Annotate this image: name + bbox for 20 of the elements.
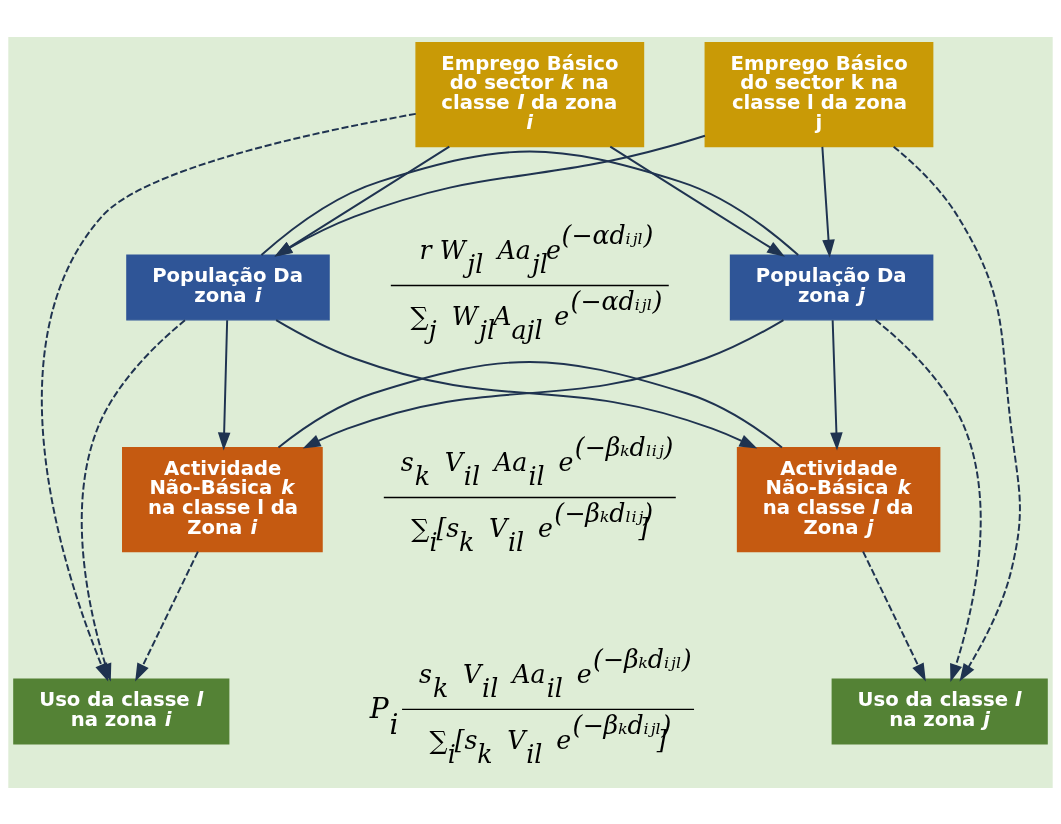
arrow [217, 318, 231, 450]
connector [260, 150, 800, 256]
arrow [274, 134, 706, 257]
connector [277, 360, 783, 448]
node-box: Emprego Básico do sector k na classe l da zona i [415, 41, 645, 147]
arrow [609, 145, 785, 257]
node-box: Emprego Básico do sector k na classe l da zona j [704, 41, 934, 147]
node-box: Uso da classe l na zona i [13, 678, 230, 744]
arrow [874, 318, 982, 682]
arrow [862, 550, 926, 681]
node-box: População Da zona j [729, 254, 934, 321]
arrow [830, 318, 843, 450]
node-box: Actividade Não-Básica k na classe l da Zona j [736, 446, 941, 552]
arrow [274, 145, 451, 257]
arrow [821, 145, 835, 258]
node-box: Actividade Não-Básica k na classe l da Zona i [122, 446, 323, 552]
node-box: População Da zona i [126, 254, 330, 321]
arrow [135, 550, 199, 681]
arrow [892, 145, 1021, 682]
node-box: Uso da classe l na zona j [831, 678, 1048, 744]
